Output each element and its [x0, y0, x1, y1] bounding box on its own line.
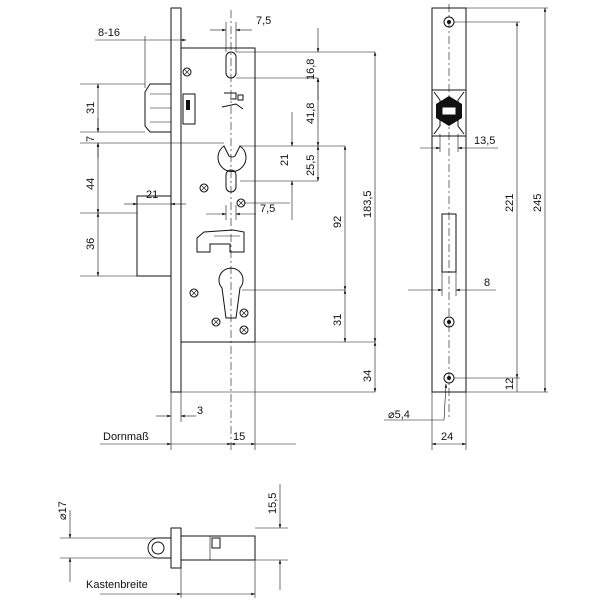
bottom-latch	[147, 537, 171, 559]
follower-hole	[217, 145, 247, 172]
dim-7-5-top: 7,5	[256, 15, 271, 27]
dim-34: 34	[362, 370, 374, 382]
dim-36: 36	[85, 238, 97, 250]
latch-bolt	[144, 83, 171, 133]
dim-15-5: 15,5	[267, 493, 279, 514]
dim-221: 221	[504, 194, 516, 212]
dim-41-8: 41,8	[305, 103, 317, 124]
dim-183-5: 183,5	[362, 190, 374, 218]
bottom-faceplate	[170, 527, 182, 569]
dead-bolt	[136, 195, 172, 277]
dim-17: ⌀17	[57, 501, 69, 520]
dim-31-right: 31	[332, 314, 344, 326]
latch-window	[431, 89, 467, 137]
dim-13-5: 13,5	[474, 135, 495, 147]
cylinder-cutout-icon	[218, 267, 244, 319]
dim-3: 3	[197, 405, 203, 417]
dim-8-16: 8-16	[98, 27, 120, 39]
side-view	[431, 4, 467, 420]
dim-24: 24	[441, 431, 453, 443]
dornmass-label: Dornmaß	[103, 431, 149, 443]
screw-icon	[239, 325, 249, 335]
dim-92: 92	[332, 216, 344, 228]
dim-12: 12	[504, 378, 516, 390]
front-view	[136, 7, 256, 450]
change-lever	[196, 229, 245, 253]
dim-7-5-mid: 7,5	[260, 203, 275, 215]
dim-25-5: 25,5	[305, 155, 317, 176]
screw-icon	[211, 317, 221, 327]
dim-16-8: 16,8	[305, 59, 317, 80]
screw-hole-icon	[443, 316, 455, 328]
dim-7-left: 7	[85, 136, 97, 142]
dim-31-left: 31	[85, 102, 97, 114]
dim-21-left: 21	[146, 189, 158, 201]
kastenbreite-label: Kastenbreite	[86, 579, 148, 591]
dim-8-side: 8	[484, 277, 490, 289]
bottom-case	[180, 535, 256, 561]
bottom-view: ⌀17 15,5 Kastenbreite	[57, 484, 288, 598]
dim-21-mid: 21	[279, 154, 291, 166]
side-dimensions: 245 221 12 13,5 8 ⌀5,4 24	[384, 7, 548, 450]
screw-icon	[236, 198, 246, 208]
screw-icon	[239, 308, 249, 318]
screw-icon	[199, 183, 209, 193]
dim-15: 15	[233, 431, 245, 443]
screw-icon	[182, 67, 192, 77]
screw-icon	[189, 288, 199, 298]
front-faceplate	[170, 7, 182, 393]
dim-44: 44	[85, 178, 97, 190]
lock-case	[180, 47, 256, 343]
front-dimensions: 8-16 7,5 16,8 41,8 21 25,5 92 31	[80, 15, 377, 450]
dim-5-4: ⌀5,4	[388, 409, 410, 421]
dim-245: 245	[532, 194, 544, 212]
deadbolt-slot	[441, 213, 457, 273]
